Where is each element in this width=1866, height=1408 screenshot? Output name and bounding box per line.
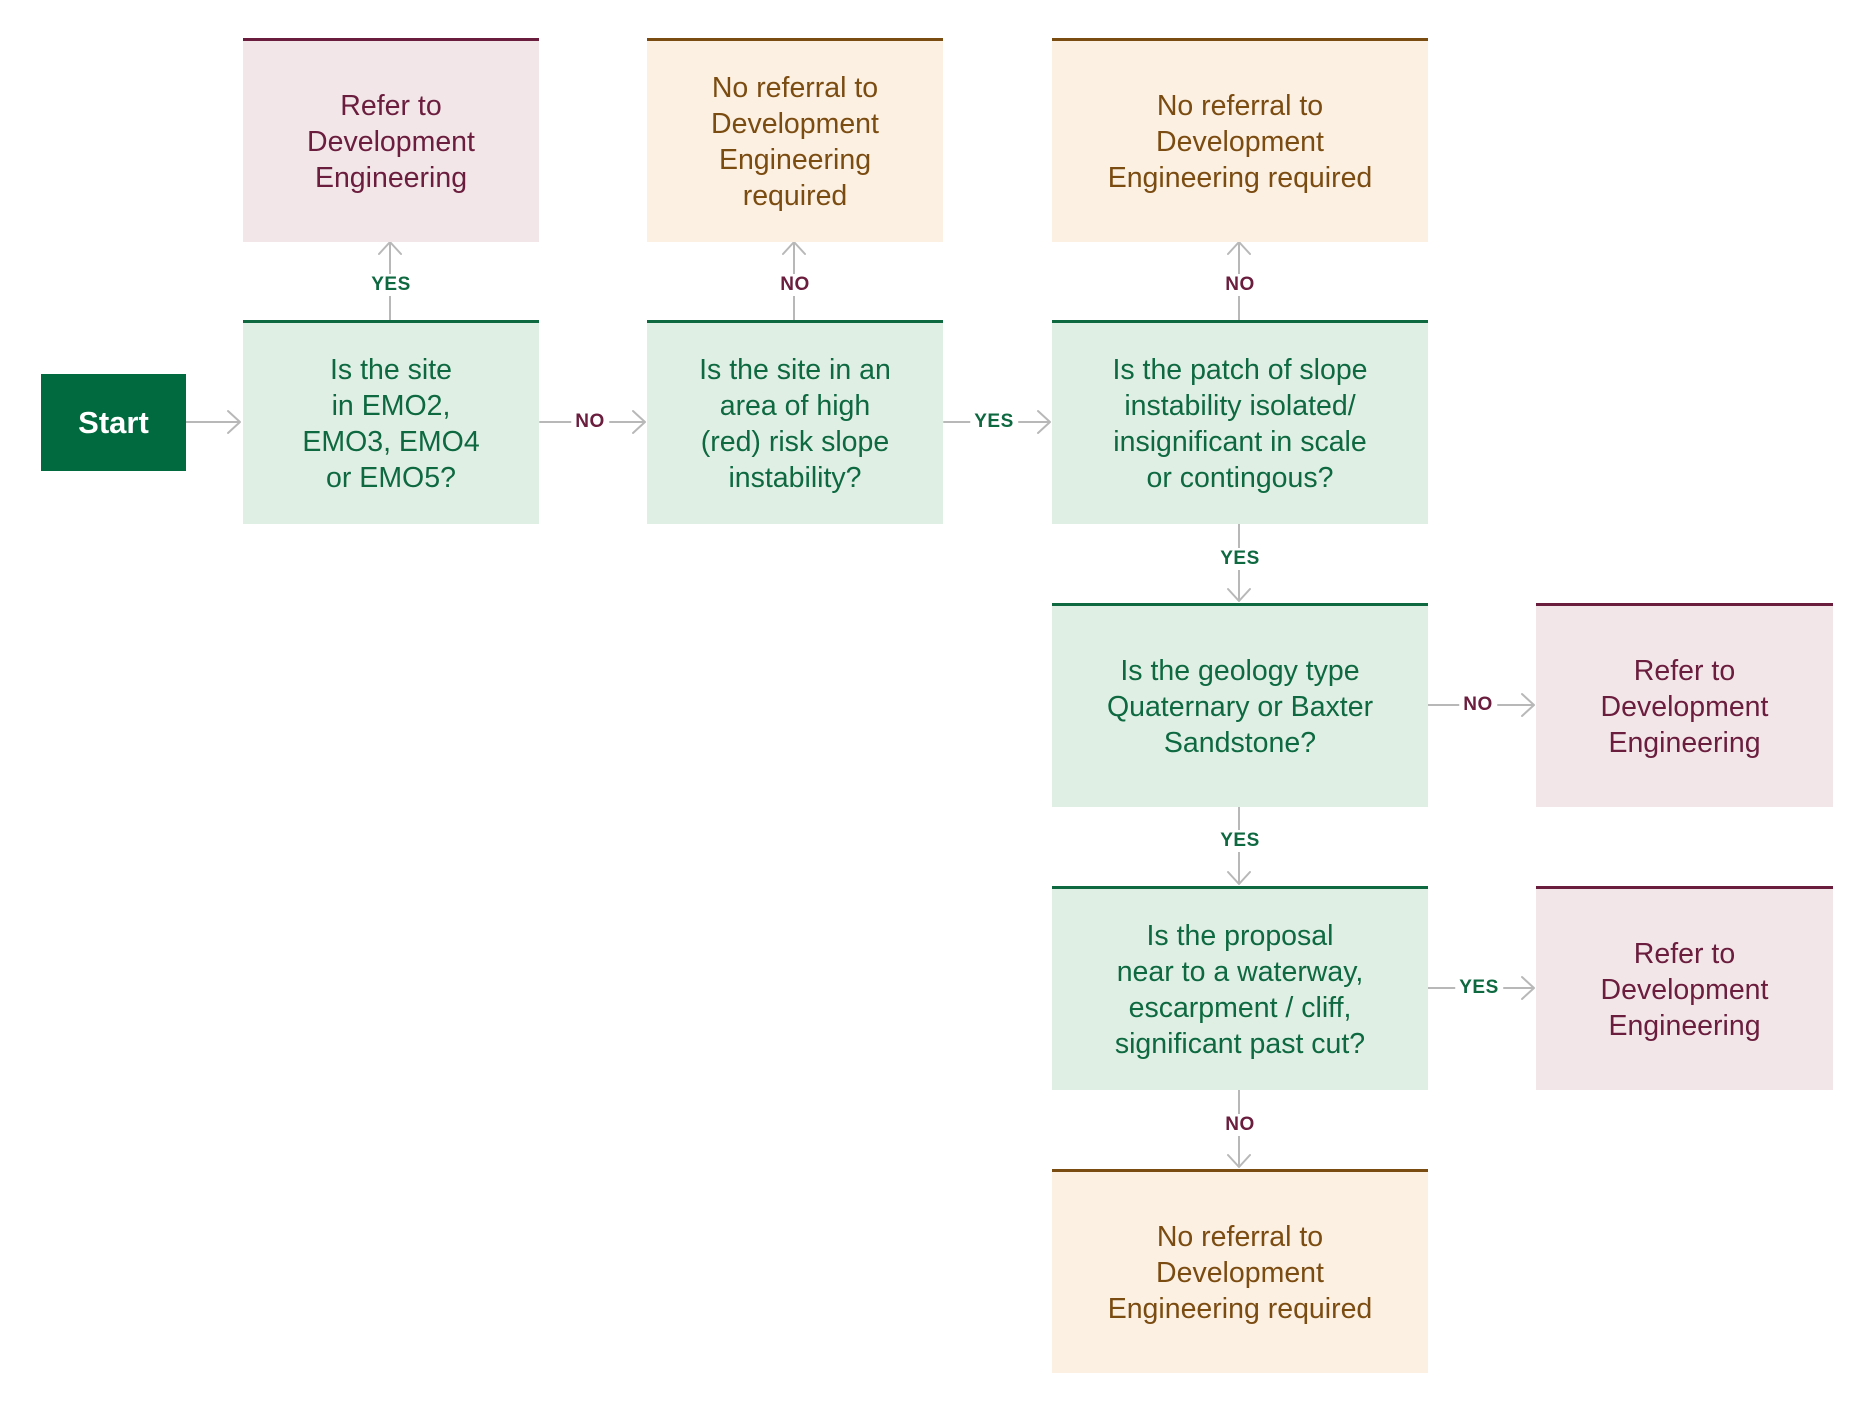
question-geology-type: Is the geology type Quaternary or Baxter… — [1052, 603, 1428, 807]
connector-start-q1 — [185, 410, 241, 434]
question-proposal-near-waterway: Is the proposal near to a waterway, esca… — [1052, 886, 1428, 1090]
question-high-risk-slope: Is the site in an area of high (red) ris… — [647, 320, 943, 524]
edge-label-q5-yes: YES — [1455, 977, 1503, 999]
edge-label-q5-no: NO — [1221, 1114, 1259, 1136]
edge-label-q3-no: NO — [1221, 274, 1259, 296]
edge-label-q4-no: NO — [1459, 694, 1497, 716]
outcome-refer-2: Refer to Development Engineering — [1536, 603, 1833, 807]
edge-label-q3-yes: YES — [1216, 548, 1264, 570]
edge-label-q4-yes: YES — [1216, 830, 1264, 852]
edge-label-q1-yes: YES — [367, 274, 415, 296]
question-slope-patch-isolated: Is the patch of slope instability isolat… — [1052, 320, 1428, 524]
edge-label-q1-no: NO — [571, 411, 609, 433]
outcome-refer-3: Refer to Development Engineering — [1536, 886, 1833, 1090]
outcome-no-referral-3: No referral to Development Engineering r… — [1052, 1169, 1428, 1373]
outcome-no-referral-1: No referral to Development Engineering r… — [647, 38, 943, 242]
edge-label-q2-no: NO — [776, 274, 814, 296]
question-emo-zones: Is the site in EMO2, EMO3, EMO4 or EMO5? — [243, 320, 539, 524]
edge-label-q2-yes: YES — [970, 411, 1018, 433]
outcome-no-referral-2: No referral to Development Engineering r… — [1052, 38, 1428, 242]
start-node: Start — [41, 374, 186, 471]
outcome-refer-1: Refer to Development Engineering — [243, 38, 539, 242]
